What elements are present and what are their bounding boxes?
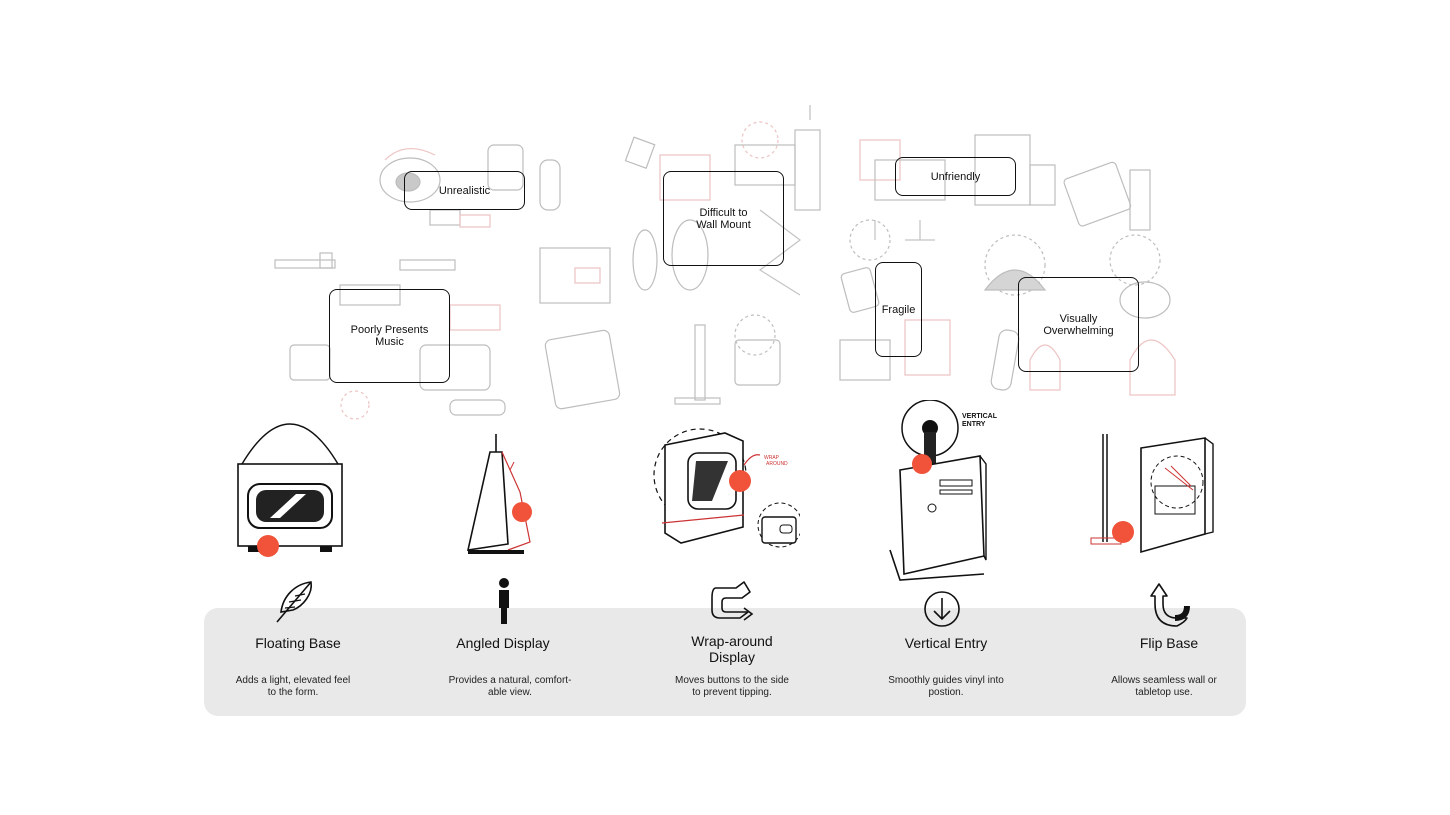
- feather-icon: [276, 581, 313, 623]
- wrap-around-display-sketch: WRAP AROUND: [653, 428, 800, 548]
- critique-visually-overwhelming: Visually Overwhelming: [1018, 277, 1139, 372]
- accent-dot: [912, 454, 932, 474]
- accent-dot: [1112, 521, 1134, 543]
- svg-text:ENTRY: ENTRY: [962, 421, 986, 428]
- svg-text:AROUND: AROUND: [766, 461, 788, 467]
- wrap-around-note: WRAP: [764, 455, 780, 461]
- critique-fragile: Fragile: [875, 262, 922, 357]
- feature-desc-flip-base: Allows seamless wall or tabletop use.: [1111, 675, 1217, 698]
- features-panel: [204, 608, 1246, 716]
- critique-unrealistic: Unrealistic: [404, 171, 525, 210]
- feature-desc-vertical-entry: Smoothly guides vinyl into postion.: [888, 675, 1004, 698]
- accent-dot: [729, 470, 751, 492]
- feature-title-floating-base: Floating Base: [255, 635, 341, 651]
- wrap-arrow-icon: [711, 581, 754, 621]
- floating-base-sketch: [237, 423, 343, 557]
- feature-title-flip-base: Flip Base: [1139, 635, 1199, 651]
- flip-base-sketch: [1090, 434, 1214, 554]
- standing-person-icon: [499, 578, 509, 624]
- feature-desc-floating-base: Adds a light, elevated feel to the form.: [235, 675, 351, 698]
- feature-desc-angled-display: Provides a natural, comfort- able view.: [448, 675, 572, 698]
- critique-poorly-presents-music: Poorly Presents Music: [329, 289, 450, 383]
- vertical-entry-sketch: VERTICAL ENTRY: [889, 400, 998, 581]
- down-arrow-circle-icon: [924, 591, 960, 627]
- accent-dot: [512, 502, 532, 522]
- critique-unfriendly: Unfriendly: [895, 157, 1016, 196]
- feature-title-wrap-around-display: Wrap-around Display: [691, 633, 773, 665]
- accent-dot: [257, 535, 279, 557]
- angled-display-sketch: [466, 434, 532, 554]
- flip-arrow-icon: [1150, 583, 1190, 627]
- feature-title-vertical-entry: Vertical Entry: [904, 635, 988, 651]
- feature-desc-wrap-around-display: Moves buttons to the side to prevent tip…: [675, 675, 789, 698]
- feature-title-angled-display: Angled Display: [456, 635, 550, 651]
- critique-difficult-to-wall-mount: Difficult to Wall Mount: [663, 171, 784, 266]
- vertical-entry-note: VERTICAL: [962, 413, 998, 420]
